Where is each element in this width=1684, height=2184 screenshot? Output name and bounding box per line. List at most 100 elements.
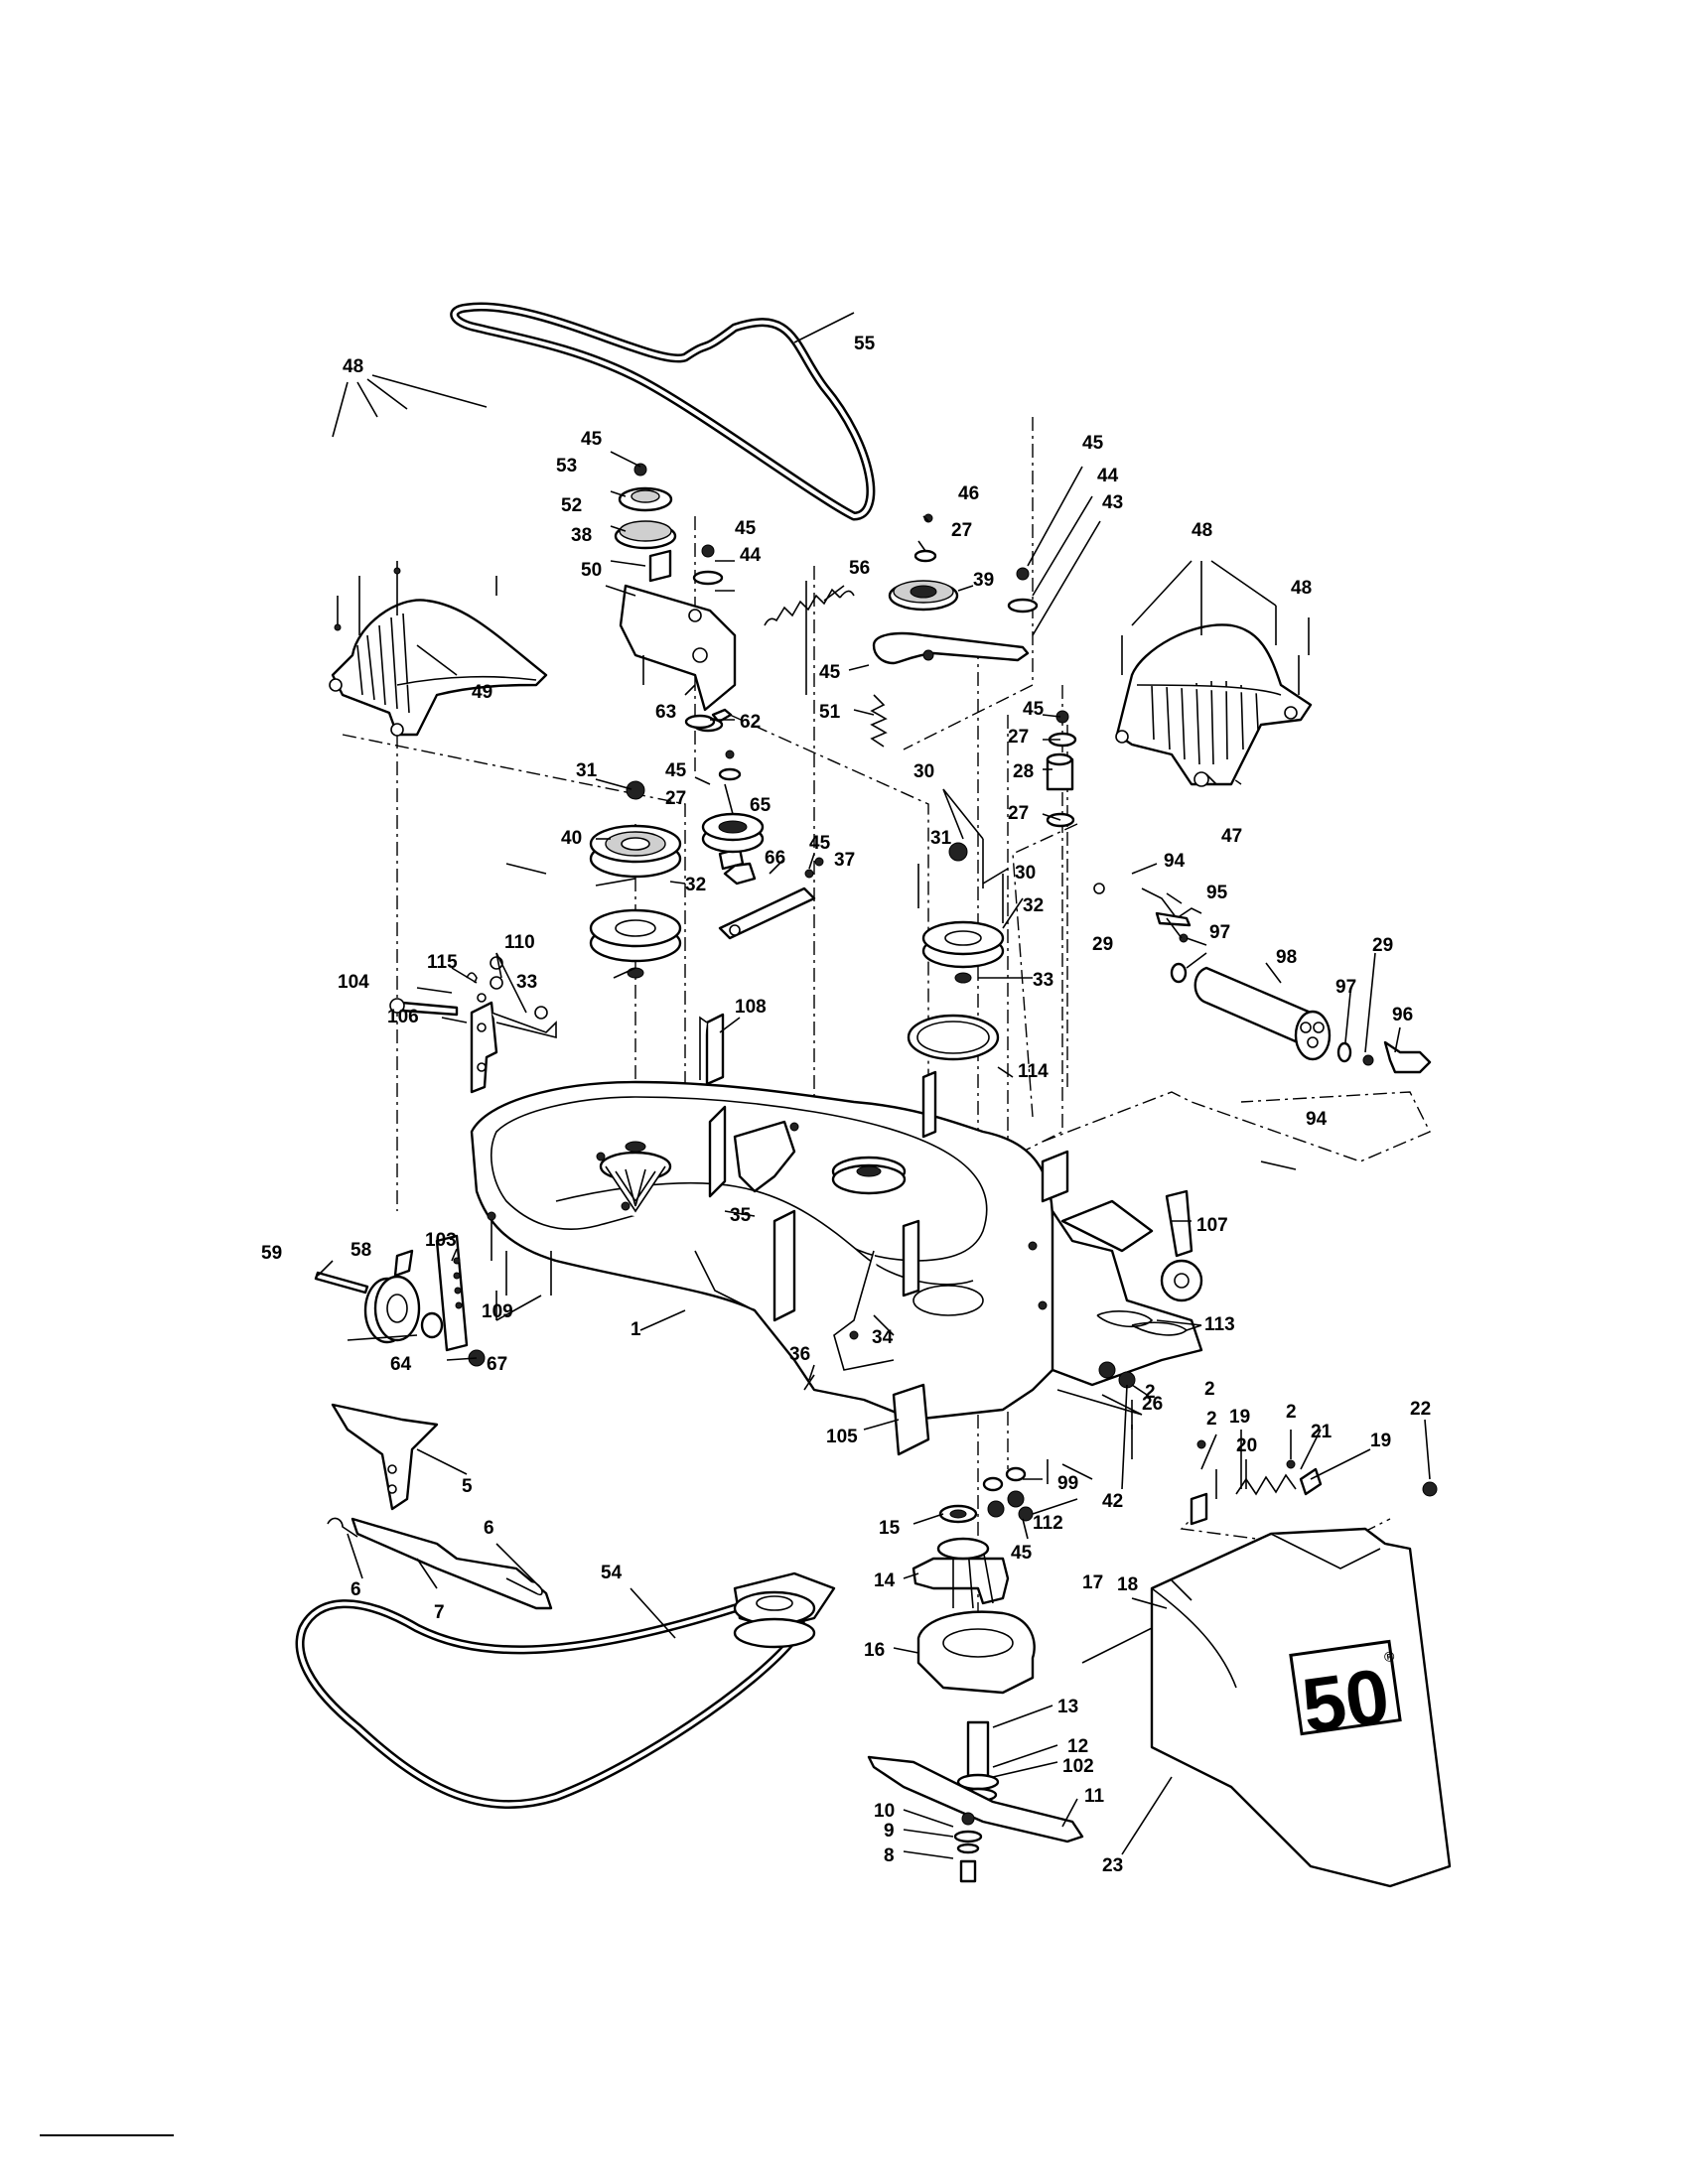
callout-38: 38: [571, 525, 592, 546]
callout-16: 16: [864, 1640, 885, 1661]
callout-97: 97: [1209, 922, 1230, 943]
callout-58: 58: [351, 1240, 371, 1261]
callout-113: 113: [1204, 1314, 1235, 1335]
callout-35: 35: [730, 1205, 752, 1226]
callout-63: 63: [655, 702, 676, 723]
callout-33: 33: [1033, 970, 1053, 991]
callout-27: 27: [951, 520, 972, 541]
callout-29: 29: [1092, 934, 1113, 955]
deck-spindle-left: [599, 1141, 672, 1213]
callout-27: 27: [1008, 727, 1029, 748]
callout-32: 32: [1023, 895, 1044, 916]
callout-21: 21: [1311, 1422, 1333, 1442]
callout-33: 33: [516, 972, 537, 993]
pulley-bracket-assembly: [614, 463, 737, 733]
callout-66: 66: [765, 848, 785, 869]
callout-53: 53: [556, 456, 577, 477]
callout-26: 26: [1142, 1394, 1163, 1415]
callout-106: 106: [387, 1007, 419, 1027]
bracket-106-assembly: [389, 956, 557, 1094]
left-pulley-stack: [589, 780, 682, 979]
callout-27: 27: [665, 788, 686, 809]
callout-110: 110: [504, 932, 535, 953]
bracket-108: [699, 1013, 725, 1086]
callout-48: 48: [1291, 578, 1312, 599]
callout-7: 7: [434, 1602, 445, 1623]
callout-6: 6: [351, 1579, 361, 1600]
callout-14: 14: [874, 1570, 896, 1591]
callout-15: 15: [879, 1518, 901, 1539]
callout-labels: 55 45 53 52 38 50 48 49 63 62 45 44 56 4…: [261, 334, 1431, 1876]
spring-51: [870, 694, 888, 748]
callout-95: 95: [1206, 883, 1228, 903]
callout-45: 45: [819, 662, 841, 683]
callout-62: 62: [740, 712, 761, 733]
callout-36: 36: [789, 1344, 810, 1365]
callout-39: 39: [973, 570, 994, 591]
callout-51: 51: [819, 702, 841, 723]
callout-54: 54: [601, 1563, 623, 1583]
grass-bag: 50 ®: [1150, 1527, 1452, 1888]
spindle-assembly: [912, 1504, 1036, 1814]
callout-30: 30: [1015, 863, 1036, 884]
callout-108: 108: [735, 997, 767, 1018]
bag-trademark: ®: [1383, 1648, 1396, 1665]
callout-12: 12: [1067, 1736, 1088, 1757]
callout-30: 30: [913, 761, 934, 782]
callout-28: 28: [1013, 761, 1034, 782]
callout-45: 45: [809, 833, 831, 854]
callout-29: 29: [1372, 935, 1393, 956]
callout-10: 10: [874, 1801, 895, 1822]
callout-107: 107: [1196, 1215, 1228, 1236]
callout-59: 59: [261, 1243, 282, 1264]
belt-guard-49: [329, 561, 548, 737]
callout-44: 44: [740, 545, 762, 566]
callout-43: 43: [1102, 492, 1123, 513]
callout-19: 19: [1370, 1431, 1391, 1451]
gauge-wheel-58: [314, 1249, 486, 1367]
callout-50: 50: [581, 560, 602, 581]
bag-badge-number: 50: [1297, 1651, 1394, 1749]
callout-56: 56: [849, 558, 870, 579]
callout-97: 97: [1335, 977, 1356, 998]
callout-105: 105: [826, 1427, 858, 1447]
callout-94: 94: [1306, 1109, 1328, 1130]
callout-52: 52: [561, 495, 582, 516]
callout-leaders: [317, 312, 1431, 1859]
callout-37: 37: [834, 850, 855, 871]
callout-114: 114: [1018, 1061, 1049, 1082]
callout-17: 17: [1082, 1572, 1103, 1593]
callout-6: 6: [484, 1518, 494, 1539]
callout-99: 99: [1057, 1473, 1078, 1494]
callout-45: 45: [665, 760, 687, 781]
callout-102: 102: [1062, 1756, 1094, 1777]
upper-deck-belt: [450, 302, 876, 521]
callout-48: 48: [343, 356, 363, 377]
callout-104: 104: [338, 972, 369, 993]
callout-22: 22: [1410, 1399, 1431, 1420]
callout-2: 2: [1145, 1382, 1156, 1403]
idler-arm-assembly: [872, 513, 1039, 665]
callout-23: 23: [1102, 1855, 1123, 1876]
callout-115: 115: [427, 952, 458, 973]
callout-31: 31: [930, 828, 952, 849]
right-pulley-stack: [907, 839, 1005, 1061]
callout-27: 27: [1008, 803, 1029, 824]
callout-20: 20: [1236, 1435, 1257, 1456]
callout-45: 45: [1023, 699, 1045, 720]
callout-109: 109: [482, 1301, 513, 1322]
callout-42: 42: [1102, 1491, 1123, 1512]
callout-2: 2: [1204, 1379, 1215, 1400]
bracket-5-link-7: [327, 1403, 553, 1610]
spring-56: [764, 588, 855, 626]
spindle-hardware: [982, 1361, 1136, 1522]
callout-2: 2: [1286, 1402, 1297, 1423]
callout-11: 11: [1084, 1786, 1105, 1807]
callout-96: 96: [1392, 1005, 1413, 1025]
callout-45: 45: [1082, 433, 1104, 454]
callout-5: 5: [462, 1476, 473, 1497]
callout-45: 45: [1011, 1543, 1033, 1564]
callout-103: 103: [425, 1230, 457, 1251]
callout-44: 44: [1097, 466, 1119, 486]
